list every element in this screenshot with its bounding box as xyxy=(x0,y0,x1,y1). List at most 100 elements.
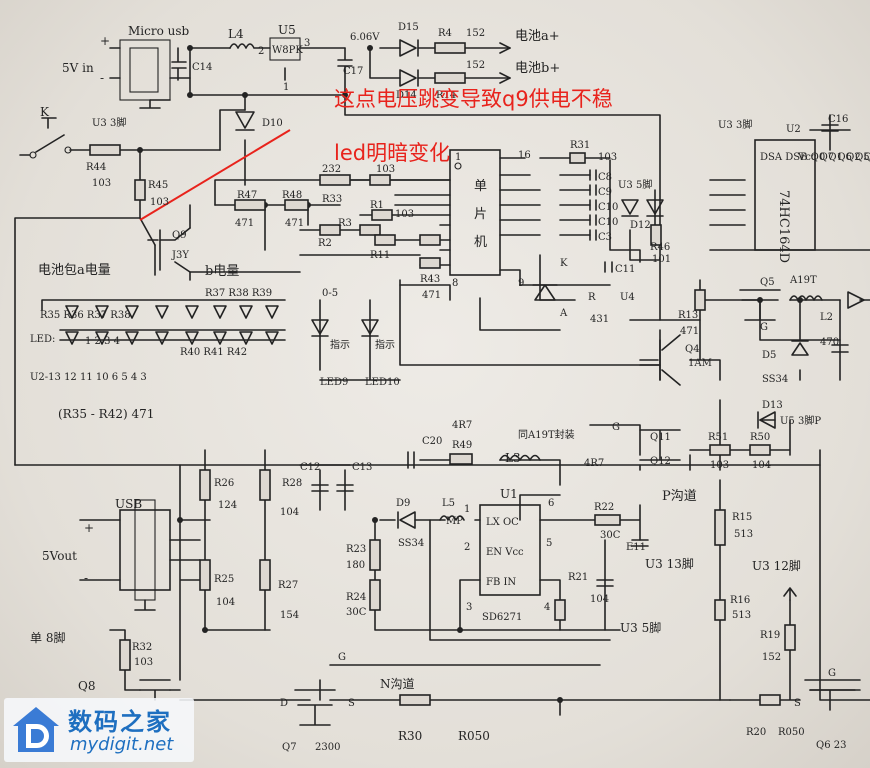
label-c10: C10 xyxy=(598,202,618,213)
label-d12: D12 xyxy=(630,220,651,231)
label-r4: R4 xyxy=(438,28,452,39)
resistor-r26 xyxy=(199,469,211,501)
boost-ic-u1 xyxy=(479,504,541,596)
transistor-q9 xyxy=(147,229,161,271)
label-ss34: SS34 xyxy=(762,374,788,385)
label-r50-val: 104 xyxy=(752,460,771,471)
label-r23: R23 xyxy=(346,544,366,555)
label-mcu-3: 机 xyxy=(474,235,487,250)
label-r45: R45 xyxy=(148,180,168,191)
mosfet-q6 xyxy=(804,679,861,711)
label-u5: U5 xyxy=(278,23,296,37)
resistor-r45 xyxy=(134,179,146,201)
resistor-r1 xyxy=(371,209,393,221)
label-r30: R30 xyxy=(398,729,422,743)
watermark-title: 数码之家 xyxy=(68,708,172,736)
indicator-led9 xyxy=(311,319,329,337)
label-r19: R19 xyxy=(760,630,780,641)
label-minus-in: - xyxy=(100,71,104,85)
resistor-r49 xyxy=(449,453,473,465)
label-u4: U4 xyxy=(620,292,635,303)
label-r31: R31 xyxy=(570,140,590,151)
label-w8pk: W8PK xyxy=(272,45,303,56)
label-mcu-2: 片 xyxy=(474,207,487,222)
label-r35-r42: (R35 - R42) 471 xyxy=(58,407,154,421)
label-q11: Q11 xyxy=(650,432,671,443)
label-g-q7: G xyxy=(338,652,346,663)
label-u1-pin2: 2 xyxy=(464,542,470,553)
watermark-logo: 数码之家 mydigit.net xyxy=(4,698,194,762)
resistor-r15 xyxy=(714,509,726,546)
label-plus-out: + xyxy=(84,521,94,535)
label-l4: L4 xyxy=(228,27,244,41)
label-battery-a: 电池a+ xyxy=(515,29,560,44)
label-d9: D9 xyxy=(396,498,410,509)
label-r46: R46 xyxy=(650,242,670,253)
label-r13: R13 xyxy=(678,310,698,321)
micro-usb-connector xyxy=(119,39,171,109)
label-l2: L2 xyxy=(820,312,833,323)
label-k2: K xyxy=(560,258,568,269)
label-u3-3pin: U3 3脚 xyxy=(718,118,752,131)
label-r23-val: 180 xyxy=(346,560,365,571)
label-j3y: J3Y xyxy=(171,250,189,261)
regulator-u5 xyxy=(269,37,301,61)
label-r50: R50 xyxy=(750,432,770,443)
label-u3-5pin: U3 5脚 xyxy=(618,178,652,191)
label-u1-pin1: 1 xyxy=(464,504,470,515)
label-r43-val: 471 xyxy=(422,290,441,301)
label-4r7-top: 4R7 xyxy=(452,420,472,431)
label-r51: R51 xyxy=(708,432,728,443)
label-g-q6: G xyxy=(828,668,836,679)
label-e11: E11 xyxy=(626,542,646,553)
label-c8: C8 xyxy=(598,172,612,183)
diode-d9 xyxy=(397,511,416,529)
label-fb-in: FB IN xyxy=(486,577,516,588)
label-q4: Q4 xyxy=(685,344,700,355)
label-s-right: S xyxy=(794,698,801,709)
label-c10b: C10 xyxy=(598,217,618,228)
label-r31b-val: 103 xyxy=(598,152,617,163)
capacitor-c16 xyxy=(821,124,839,132)
label-r14: R14 xyxy=(436,90,456,101)
annotation-pointer-line xyxy=(139,129,291,221)
label-r49: R49 xyxy=(452,440,472,451)
arrow-out-b xyxy=(499,72,511,84)
diode-d15 xyxy=(399,39,419,57)
capacitor-c17 xyxy=(337,47,353,73)
label-p-channel: P沟道 xyxy=(662,489,697,504)
diode-d12 xyxy=(621,199,639,217)
label-05: 0-5 xyxy=(322,288,338,299)
label-74hc164d: 74HC164D xyxy=(776,190,791,263)
label-u2-pins-left: DSA DSB Q0 Q1 Q2 Q3 G xyxy=(760,152,870,163)
capacitor-c11 xyxy=(604,261,613,273)
capacitor-104b xyxy=(596,579,614,587)
resistor-r2 xyxy=(319,224,341,236)
label-indicator-1: 指示 xyxy=(330,338,350,351)
label-r33-val: 232 xyxy=(322,164,341,175)
label-c14: C14 xyxy=(192,62,212,73)
label-r1-val: 103 xyxy=(395,209,414,220)
label-d-q7: D xyxy=(280,698,288,709)
label-u1-pin6: 6 xyxy=(548,498,554,509)
resistor-r47 xyxy=(234,199,266,211)
transistor-q11-q12 xyxy=(639,429,681,461)
annotation-voltage-jump: 这点电压跳变导致q9供电不稳 xyxy=(334,87,613,111)
label-r51-val: 103 xyxy=(710,460,729,471)
label-r44: R44 xyxy=(86,162,106,173)
resistor-r19 xyxy=(784,624,796,651)
label-r1: R1 xyxy=(370,200,384,211)
label-5v-in: 5V in xyxy=(62,61,94,75)
label-c9: C9 xyxy=(598,187,612,198)
label-usb-out: USB xyxy=(115,497,142,511)
label-indicator-2: 指示 xyxy=(375,338,395,351)
label-r11: R11 xyxy=(370,250,390,261)
resistor-r50 xyxy=(749,444,771,456)
label-u3-13pin: U3 13脚 xyxy=(645,556,694,571)
label-u2: U2 xyxy=(786,124,801,135)
resistor-r33 xyxy=(319,174,351,186)
resistor-r22 xyxy=(594,514,621,526)
diode-d10 xyxy=(235,111,255,131)
regulator-u4 xyxy=(532,284,558,301)
inductor-l3 xyxy=(499,454,541,461)
